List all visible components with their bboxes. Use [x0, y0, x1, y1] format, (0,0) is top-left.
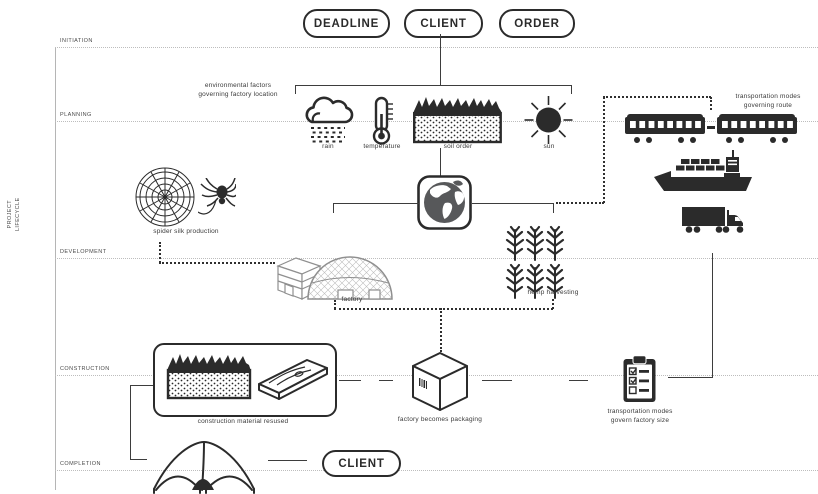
environmental-factors-note: environmental factors governing factory … [168, 81, 308, 100]
globe-icon [417, 175, 472, 230]
size-note: transportation modes govern factory size [575, 407, 705, 426]
connector-truck-to-clipboard [668, 253, 713, 378]
env-note-line1: environmental factors [204, 82, 272, 89]
package-box-icon [412, 352, 468, 411]
stage-line-initiation [55, 47, 818, 48]
node-client-bottom: CLIENT [322, 450, 401, 477]
route-note-line1: transportation modes [735, 93, 801, 100]
spider-label: spider silk production [153, 228, 219, 235]
node-order: ORDER [499, 9, 575, 38]
tent-icon [153, 440, 255, 494]
connector-join-to-package [440, 308, 442, 352]
connector-route-top [603, 96, 711, 98]
route-note: transportation modes governing route [708, 92, 818, 111]
factor-label-soil-order: soil order [443, 143, 473, 150]
env-note-line2: governing factory location [198, 91, 278, 99]
connector-soil-to-globe [440, 148, 441, 176]
stage-line-completion [55, 470, 818, 471]
lifecycle-axis-title: PROJECT LIFECYCLE [6, 184, 23, 244]
factory-label: factory [341, 296, 363, 303]
hemp-label: hemp harvesting [527, 289, 579, 296]
node-deadline: DEADLINE [303, 9, 390, 38]
dome-factory-icon [276, 256, 393, 300]
soil-icon [166, 354, 252, 400]
factor-label-temperature: temperature [363, 143, 401, 150]
material-label: construction material resused [197, 418, 289, 425]
connector-globe-to-hemp [472, 203, 554, 213]
cargo-ship-icon [654, 150, 752, 191]
connector-factory-hemp-join [334, 308, 553, 310]
connector-material-down [130, 385, 131, 459]
soil-icon [413, 97, 502, 144]
connector-package-to-clipboard-b [569, 380, 588, 381]
connector-material-left-stub [130, 385, 153, 386]
stage-label-construction: CONSTRUCTION [60, 366, 110, 372]
clipboard-checklist-icon [623, 355, 656, 402]
connector-route-to-globe [556, 202, 604, 204]
connector-spider-down [159, 242, 161, 263]
connector-material-to-package-b [379, 380, 393, 381]
connector-globe-to-factory [333, 203, 419, 213]
connector-to-tent [130, 459, 147, 460]
connector-client-down [440, 34, 441, 85]
stage-label-planning: PLANNING [60, 112, 92, 118]
stage-label-initiation: INITIATION [60, 38, 93, 44]
truck-icon [682, 207, 744, 233]
stage-line-development [55, 258, 818, 259]
factor-label-rain: rain [322, 143, 334, 150]
thermometer-icon [372, 96, 393, 145]
wood-plank-icon [258, 359, 328, 400]
connector-route-train-tick [710, 97, 712, 110]
connector-package-to-clipboard-a [482, 380, 512, 381]
connector-hemp-down [552, 299, 554, 309]
connector-material-to-package-a [339, 380, 361, 381]
size-note-line1: transportation modes [607, 408, 673, 415]
size-note-line2: govern factory size [610, 417, 670, 425]
lifecycle-axis-line [55, 47, 56, 490]
connector-spider-to-factory [159, 262, 275, 264]
factor-label-sun: sun [543, 143, 555, 150]
connector-factors-bracket [295, 85, 572, 94]
sun-icon [524, 96, 573, 144]
node-client-top: CLIENT [404, 9, 483, 38]
spider-icon [198, 178, 236, 215]
stage-label-development: DEVELOPMENT [60, 249, 107, 255]
rain-cloud-icon [305, 96, 354, 143]
connector-factory-down [334, 300, 336, 309]
route-note-line2: governing route [743, 102, 793, 110]
spider-web-icon [135, 167, 195, 227]
construction-material-box [153, 343, 337, 417]
packaging-label: factory becomes packaging [397, 416, 483, 423]
connector-route-vertical [603, 97, 605, 203]
axis-title-line1: PROJECT [6, 200, 13, 229]
axis-title-line2: LIFECYCLE [15, 197, 21, 232]
connector-tent-to-client [268, 460, 307, 461]
stage-label-completion: COMPLETION [60, 461, 101, 467]
train-icon [625, 114, 797, 143]
